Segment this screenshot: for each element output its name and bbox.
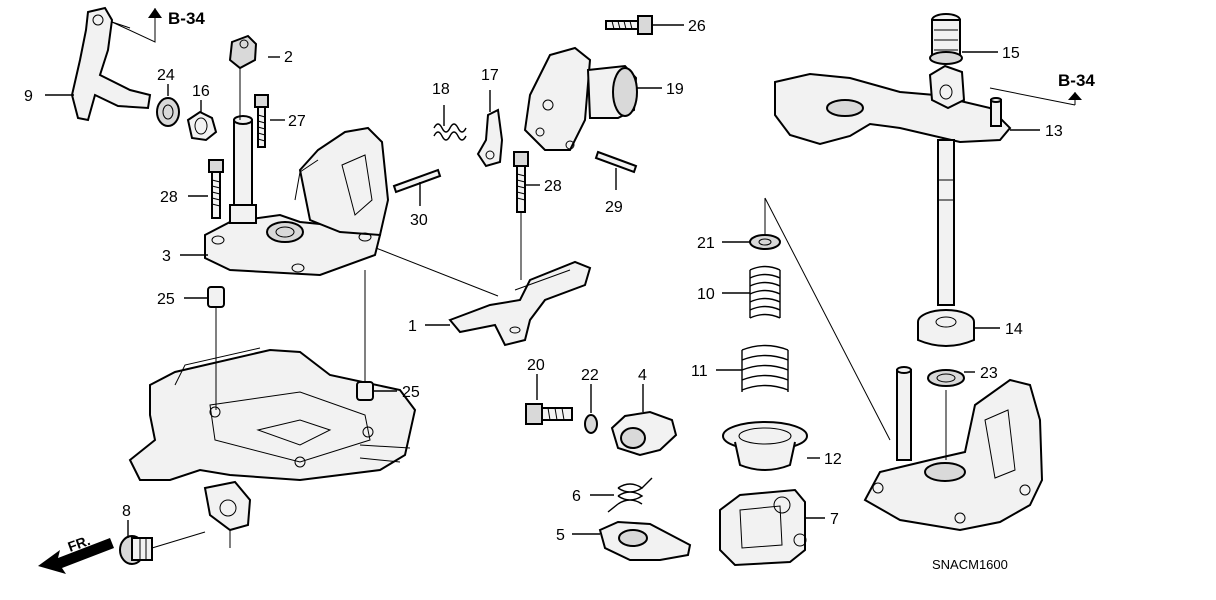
transmission-case bbox=[128, 347, 417, 532]
callout-16: 16 bbox=[192, 83, 210, 100]
callout-14: 14 bbox=[1005, 321, 1023, 338]
part-6-spring bbox=[607, 477, 653, 513]
part-22-washer bbox=[584, 414, 598, 434]
part-17-arm bbox=[476, 108, 504, 168]
callout-7: 7 bbox=[830, 511, 839, 528]
part-9-shift-lever bbox=[70, 6, 152, 122]
callout-23: 23 bbox=[980, 365, 998, 382]
callout-25-upper: 25 bbox=[157, 291, 175, 308]
part-30-pin bbox=[392, 168, 442, 194]
part-25-dowel-lower bbox=[356, 381, 374, 401]
callout-4: 4 bbox=[638, 367, 647, 384]
callout-26: 26 bbox=[688, 18, 706, 35]
callout-15: 15 bbox=[1002, 45, 1020, 62]
part-10-spring bbox=[749, 265, 781, 319]
callout-17: 17 bbox=[481, 67, 499, 84]
part-3-cover bbox=[204, 126, 390, 277]
part-28-bolt-right bbox=[513, 151, 529, 213]
callout-30: 30 bbox=[410, 212, 428, 229]
callout-6: 6 bbox=[572, 488, 581, 505]
part-11-spring bbox=[741, 344, 789, 392]
part-29-pin bbox=[594, 150, 638, 174]
callout-5: 5 bbox=[556, 527, 565, 544]
callout-19: 19 bbox=[666, 81, 684, 98]
part-19-solenoid bbox=[523, 46, 638, 151]
part-8-plug bbox=[119, 535, 153, 565]
callout-1: 1 bbox=[408, 318, 417, 335]
callout-21: 21 bbox=[697, 235, 715, 252]
part-1-bracket bbox=[448, 260, 592, 347]
part-26-bolt bbox=[605, 15, 653, 35]
callout-13: 13 bbox=[1045, 123, 1063, 140]
part-25-dowel-upper bbox=[207, 286, 225, 308]
ref-b34-left: B-34 bbox=[168, 9, 205, 28]
callout-2: 2 bbox=[284, 49, 293, 66]
callouts: 9 2 24 16 27 28 3 25 25 1 18 17 19 26 29… bbox=[24, 9, 1095, 572]
guide-tube bbox=[229, 115, 257, 224]
callout-25-lower: 25 bbox=[402, 384, 420, 401]
part-12-seat bbox=[722, 421, 808, 471]
part-20-bolt bbox=[525, 403, 573, 425]
callout-24: 24 bbox=[157, 67, 175, 84]
callout-28-right: 28 bbox=[544, 178, 562, 195]
right-housing bbox=[863, 366, 1044, 532]
callout-12: 12 bbox=[824, 451, 842, 468]
callout-29: 29 bbox=[605, 199, 623, 216]
ref-b34-right: B-34 bbox=[1058, 71, 1095, 90]
part-7-block bbox=[719, 488, 807, 567]
callout-18: 18 bbox=[432, 81, 450, 98]
callout-10: 10 bbox=[697, 286, 715, 303]
callout-22: 22 bbox=[581, 367, 599, 384]
part-5-lever bbox=[598, 520, 692, 561]
part-15-cap bbox=[929, 13, 963, 65]
callout-28-left: 28 bbox=[160, 189, 178, 206]
part-16-collar bbox=[186, 110, 218, 142]
part-14-collar bbox=[917, 309, 975, 347]
part-4-holder bbox=[610, 410, 678, 457]
part-13-shift-shaft bbox=[774, 64, 1012, 306]
part-2-clip bbox=[228, 34, 258, 70]
callout-11: 11 bbox=[691, 363, 708, 380]
callout-3: 3 bbox=[162, 248, 171, 265]
part-23-seal bbox=[927, 369, 965, 387]
callout-27: 27 bbox=[288, 113, 306, 130]
front-label: FR. bbox=[66, 532, 93, 555]
part-21-washer bbox=[749, 234, 781, 250]
part-24-nut bbox=[156, 97, 180, 127]
part-18-spring bbox=[433, 123, 467, 141]
part-27-bolt bbox=[254, 94, 269, 148]
ref-arrow-right bbox=[1068, 92, 1082, 100]
diagram-code: SNACM1600 bbox=[932, 557, 1008, 572]
callout-8: 8 bbox=[122, 503, 131, 520]
callout-20: 20 bbox=[527, 357, 545, 374]
ref-arrow-left bbox=[148, 8, 162, 18]
front-direction-arrow bbox=[38, 538, 114, 574]
part-28-bolt-left bbox=[208, 159, 224, 219]
callout-9: 9 bbox=[24, 88, 33, 105]
leader-lines bbox=[45, 8, 1076, 549]
